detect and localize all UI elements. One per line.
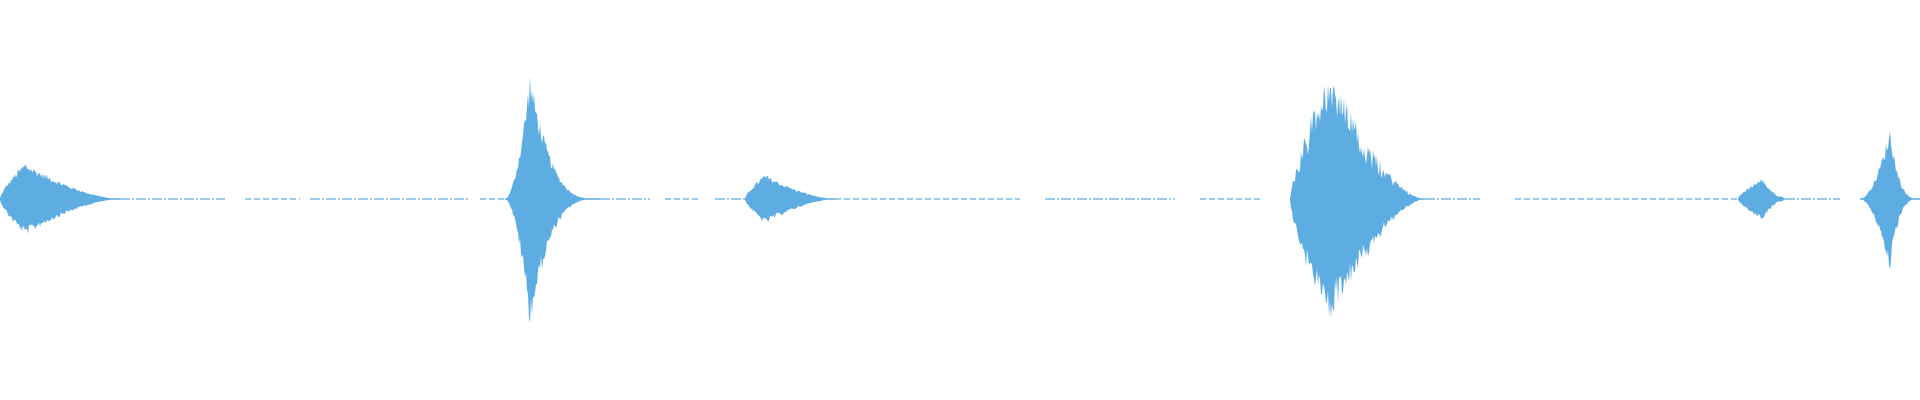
small-blip <box>1776 196 1784 202</box>
small-blip <box>1742 196 1750 202</box>
burst-3 <box>745 175 835 222</box>
small-blip <box>1760 196 1768 202</box>
burst-1 <box>0 164 120 234</box>
burst-4 <box>1290 83 1425 319</box>
burst-6 <box>1860 130 1920 269</box>
small-blip <box>1752 196 1760 202</box>
small-blip <box>1770 196 1778 202</box>
waveform-bursts <box>0 76 1920 322</box>
burst-2 <box>505 76 600 322</box>
